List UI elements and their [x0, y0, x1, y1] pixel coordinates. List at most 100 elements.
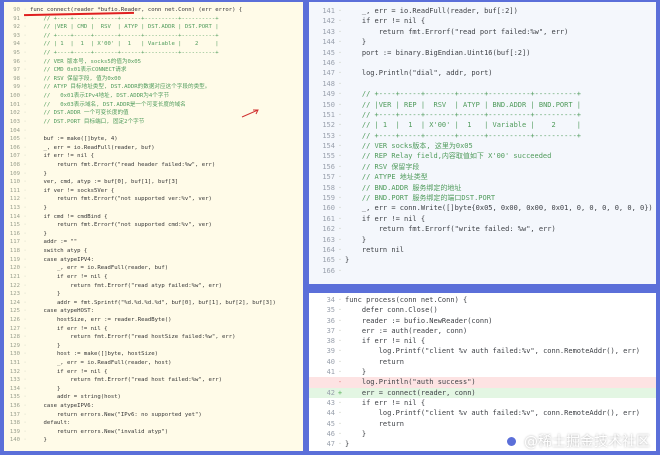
line-number: 101 [9, 101, 20, 108]
code-line: 35· defer conn.Close() [309, 305, 656, 315]
gutter-marker: · [23, 403, 27, 410]
code-text: } [345, 440, 350, 449]
line-number: 117 [9, 239, 20, 246]
code-text: // +----+-----+-------+------+----------… [345, 110, 582, 119]
code-line: 34·func process(conn net.Conn) { [309, 295, 656, 305]
code-line: 39· log.Printf("client %v auth failed:%v… [309, 346, 656, 356]
code-line: 139· return errors.New("invalid atyp") [4, 428, 303, 437]
line-number: 124 [9, 299, 20, 306]
code-text: if err != nil { [345, 214, 426, 223]
line-number: 123 [9, 291, 20, 298]
gutter-marker: · [23, 24, 27, 31]
code-text: return fmt.Errorf("not supported ver:%v"… [30, 196, 212, 203]
line-number: 133 [9, 377, 20, 384]
code-text: addr = fmt.Sprintf("%d.%d.%d.%d", buf[0]… [30, 299, 276, 306]
gutter-marker: · [23, 351, 27, 358]
line-number: 119 [9, 256, 20, 263]
gutter-marker: · [23, 239, 27, 246]
code-line: 42+ err = connect(reader, conn) [309, 387, 656, 398]
line-number: 130 [9, 351, 20, 358]
code-text: // ATYPE 地址类型 [345, 173, 428, 182]
gutter-marker: · [23, 368, 27, 375]
gutter-marker: · [23, 84, 27, 91]
gutter-marker: · [23, 32, 27, 39]
gutter-marker: · [337, 306, 343, 315]
code-panel-process: 34·func process(conn net.Conn) {35· defe… [309, 293, 656, 451]
gutter-marker: · [337, 121, 343, 130]
code-line: 125· case atypeHOST: [4, 307, 303, 316]
line-number: 93 [13, 32, 20, 39]
line-number: 37 [326, 326, 335, 335]
code-text: } [30, 437, 47, 444]
line-number: 126 [9, 316, 20, 323]
gutter-marker: · [23, 93, 27, 100]
code-text: default: [30, 420, 71, 427]
line-number: 165 [322, 256, 335, 265]
gutter-marker: · [337, 347, 343, 356]
code-text: } [345, 38, 367, 47]
gutter-marker: · [337, 409, 343, 418]
code-text: } [30, 230, 47, 237]
code-line: 107· if err != nil { [4, 152, 303, 161]
code-line: 151· // +----+-----+-------+------+-----… [309, 110, 656, 120]
code-text: hostSize, err := reader.ReadByte() [30, 316, 172, 323]
code-line: 133· return fmt.Errorf("read host failed… [4, 376, 303, 385]
line-number: 41 [326, 368, 335, 377]
code-line: 165·} [309, 255, 656, 265]
line-number: 99 [13, 84, 20, 91]
gutter-marker: · [337, 357, 343, 366]
gutter-marker: · [23, 187, 27, 194]
gutter-marker: · [23, 213, 27, 220]
code-text: // |VER | REP | RSV | ATYP | BND.ADDR | … [345, 100, 582, 109]
code-text: // REP Relay field,内容取值如下 X'00' succeede… [345, 152, 552, 161]
code-line: 131· _, err = io.ReadFull(reader, host) [4, 359, 303, 368]
line-number: 47 [326, 440, 335, 449]
code-line: 46· } [309, 429, 656, 439]
code-line: 103· // DST.PORT 目标端口, 固定2个字节 [4, 118, 303, 127]
gutter-marker: · [23, 437, 27, 444]
code-text: } [30, 170, 47, 177]
line-number: 154 [322, 142, 335, 151]
gutter-marker: · [23, 265, 27, 272]
gutter-marker: · [23, 420, 27, 427]
gutter-marker: · [23, 58, 27, 65]
code-line: 114· if cmd != cmdBind { [4, 213, 303, 222]
line-number: 107 [9, 153, 20, 160]
code-text: // 0x03表示域名, DST.ADDR是一个可变长度的域名 [30, 101, 186, 108]
code-text: // 0x01表示IPv4地址, DST.ADDR为4个字节 [30, 93, 170, 100]
code-line: 109· } [4, 170, 303, 179]
code-text: if err != nil { [345, 17, 426, 26]
juejin-logo-icon [503, 432, 520, 450]
line-number: 115 [9, 222, 20, 229]
code-text: // | 1 | 1 | X'00' | 1 | Variable | 2 | [30, 41, 219, 48]
code-text: return fmt.Errorf("read host failed:%w",… [30, 377, 222, 384]
line-number: 116 [9, 230, 20, 237]
line-number: 114 [9, 213, 20, 220]
code-line: 127· if err != nil { [4, 325, 303, 334]
line-number: 44 [326, 409, 335, 418]
line-number: 38 [326, 337, 335, 346]
code-text: switch atyp { [30, 248, 88, 255]
code-text: log.Printf("client %v auth failed:%v", c… [345, 347, 641, 356]
line-number: 132 [9, 368, 20, 375]
gutter-marker: · [337, 100, 343, 109]
gutter-marker: · [337, 7, 343, 15]
code-line: 92· // |VER | CMD | RSV | ATYP | DST.ADD… [4, 23, 303, 32]
gutter-marker: + [337, 388, 343, 397]
line-number: 143 [322, 27, 335, 36]
gutter-marker: · [23, 342, 27, 349]
code-line: 96· // VER 版本号, socks5的值为0x05 [4, 58, 303, 67]
code-text: return errors.New("invalid atyp") [30, 428, 169, 435]
line-number: 118 [9, 248, 20, 255]
code-text: } [345, 429, 367, 438]
line-number: 138 [9, 420, 20, 427]
gutter-marker: · [337, 183, 343, 192]
code-line: 152· // | 1 | 1 | X'00' | 1 | Variable |… [309, 120, 656, 130]
code-line: 90·func connect(reader *bufio.Reader, co… [4, 6, 303, 15]
gutter-marker: · [337, 27, 343, 36]
line-number: 141 [322, 7, 335, 15]
gutter-marker: · [23, 161, 27, 168]
code-text: } [345, 368, 367, 377]
code-text: _, err = io.ReadFull(reader, buf) [30, 265, 169, 272]
watermark: @稀土掘金技术社区 [503, 431, 650, 451]
